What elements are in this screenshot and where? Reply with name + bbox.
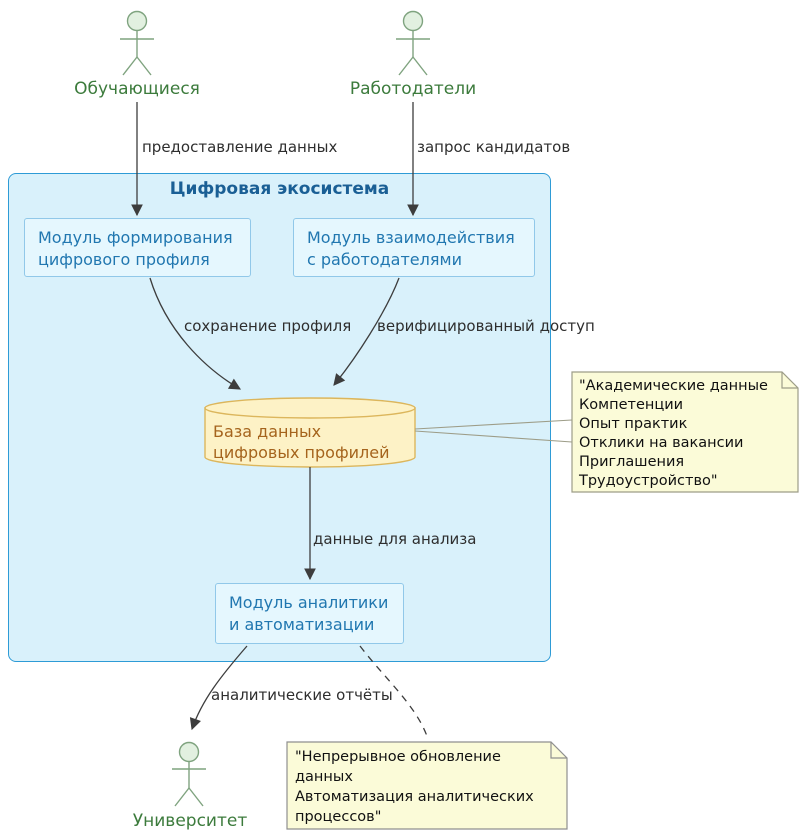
employer-module-label: с работодателями <box>307 250 462 269</box>
ecosystem-title: Цифровая экосистема <box>169 179 390 199</box>
arrow-employer-module-to-database <box>333 277 400 386</box>
note-line: Автоматизация аналитических <box>295 789 534 805</box>
edge-label-analytics-to-university: аналитические отчёты <box>211 686 393 704</box>
analytics-module-label: Модуль аналитики <box>229 593 389 612</box>
arrow-profile-to-database <box>149 277 242 390</box>
note-line: Отклики на вакансии <box>579 435 744 451</box>
actor-label-students: Обучающиеся <box>74 79 200 99</box>
profile-module-box: Модуль формирования цифрового профиля <box>24 218 251 277</box>
note-database-shape <box>571 371 799 493</box>
note-connector-line <box>414 419 573 430</box>
edge-label-students-to-profile: предоставление данных <box>142 138 338 156</box>
note-connector-line <box>414 430 573 443</box>
employer-module-label: Модуль взаимодействия <box>307 228 515 247</box>
note-database-text: "Академические данные Компетенции Опыт п… <box>579 377 793 491</box>
note-line: Компетенции <box>579 397 684 413</box>
note-line: "Академические данные <box>579 378 768 394</box>
note-line: процессов" <box>295 809 382 825</box>
database-label: База данных цифровых профилей <box>213 421 389 463</box>
actor-label-employers: Работодатели <box>349 79 477 99</box>
database-cylinder <box>204 397 416 468</box>
actor-students-icon <box>120 10 154 76</box>
actor-employers-icon <box>396 10 430 76</box>
analytics-module-box: Модуль аналитики и автоматизации <box>215 583 404 644</box>
actor-label-university: Университет <box>132 811 248 831</box>
note-analytics-shape <box>286 741 568 830</box>
edge-label-profile-to-db: сохранение профиля <box>184 317 352 335</box>
note-line: Приглашения <box>579 454 685 470</box>
edge-label-db-to-analytics: данные для анализа <box>313 530 477 548</box>
note-fold-corner <box>781 372 798 389</box>
edge-label-employer-to-db: верифицированный доступ <box>377 317 595 335</box>
employer-module-box: Модуль взаимодействия с работодателями <box>293 218 535 277</box>
database-label-line1: База данных <box>213 422 322 441</box>
actor-university-icon <box>172 741 206 807</box>
edge-label-employers-to-employer-module: запрос кандидатов <box>417 138 571 156</box>
analytics-module-label: и автоматизации <box>229 615 375 634</box>
note-line: Трудоустройство" <box>579 473 718 489</box>
dashed-link-analytics-to-note <box>359 645 429 740</box>
arrow-analytics-to-university <box>189 645 248 731</box>
note-fold-corner <box>550 742 567 759</box>
note-line: данных <box>295 769 353 785</box>
note-analytics-text: "Непрерывное обновление данных Автоматиз… <box>295 747 561 827</box>
profile-module-label: цифрового профиля <box>38 250 210 269</box>
note-line: Опыт практик <box>579 416 688 432</box>
database-label-line2: цифровых профилей <box>213 443 390 462</box>
profile-module-label: Модуль формирования <box>38 228 233 247</box>
note-line: "Непрерывное обновление <box>295 749 501 765</box>
